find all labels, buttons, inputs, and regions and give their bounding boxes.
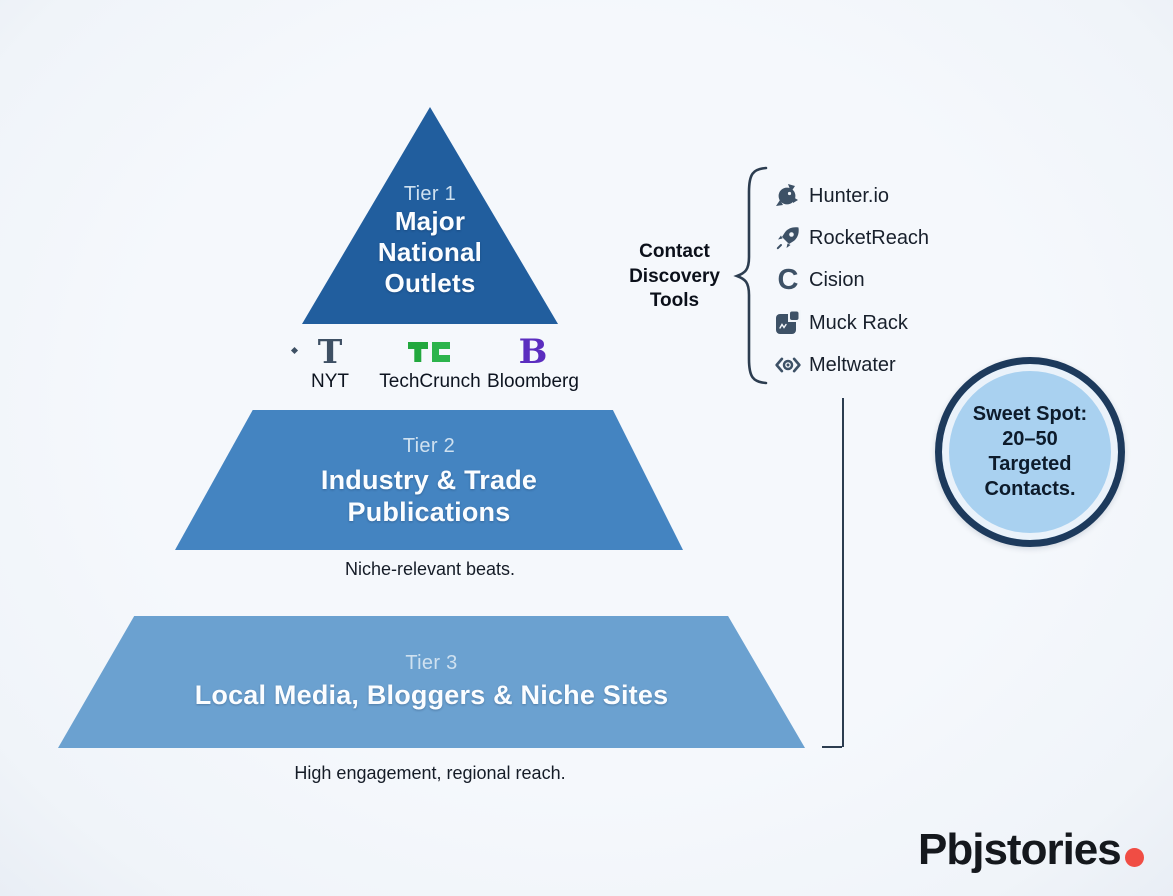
sweet-spot-line2: 20–50 [1002,428,1058,450]
nyt-gothic-t-icon: T [290,335,342,368]
tier3-caption: High engagement, regional reach. [294,763,566,783]
connector-vertical-line [842,398,844,747]
bloomberg-label: Bloomberg [487,371,579,392]
muckrack-square-icon [774,309,802,337]
tier1-title-line2: National [377,237,483,267]
sweet-spot-line4: Contacts. [984,478,1076,500]
sweet-spot-line3: Targeted [988,453,1072,475]
connector-foot-line [822,746,842,748]
brand-name: Pbjstories [918,825,1122,874]
sweet-spot-badge: Sweet Spot: 20–50 Targeted Contacts. [935,357,1125,547]
tool-row-meltwater: Meltwater [774,350,896,380]
nyt-logo: T NYT [290,335,365,393]
techcrunch-logo: TechCrunch [370,335,490,393]
tier1-title-line3: Outlets [384,268,476,298]
brand-dot-icon [1124,848,1144,867]
curly-brace [733,166,768,385]
hunter-boar-icon [774,182,802,210]
tool-row-muckrack: Muck Rack [774,308,908,338]
tier3-label: Tier 3 [405,652,458,674]
tool-label-muckrack: Muck Rack [809,311,908,334]
tier1-title-line1: Major [394,206,466,236]
sweet-spot-line1: Sweet Spot: [972,403,1088,425]
tool-row-rocketreach: RocketReach [774,223,929,253]
nyt-label: NYT [311,371,349,392]
tier2-trapezoid: Tier 2 Industry & Trade Publications [175,410,683,550]
tier2-label: Tier 2 [402,435,456,457]
tier2-title-line2: Publications [347,497,511,527]
tool-label-hunter: Hunter.io [809,184,890,207]
letter-c-icon: C [777,264,799,296]
tools-title-line1: Contact [639,241,710,262]
tool-row-hunter: Hunter.io [774,181,889,211]
tools-title-line2: Discovery [629,265,720,287]
tools-title-line3: Tools [649,290,700,311]
tool-label-cision: Cision [809,268,865,291]
tier2-title-line1: Industry & Trade [320,465,538,495]
brand-logo: Pbjstories [918,828,1144,872]
tier2-caption: Niche-relevant beats. [344,559,516,579]
tool-row-cision: C Cision [774,265,865,295]
tier1-label: Tier 1 [403,183,457,205]
meltwater-eye-icon [774,351,802,379]
tool-label-meltwater: Meltwater [809,353,896,376]
tier1-triangle: Tier 1 Major National Outlets [302,107,558,324]
techcrunch-label: TechCrunch [379,371,481,392]
bloomberg-b-icon: B [518,331,548,372]
bloomberg-logo: B Bloomberg [478,335,588,393]
tools-section-title: Contact Discovery Tools [612,240,737,314]
rocket-icon [774,224,802,252]
tier3-title: Local Media, Bloggers & Niche Sites [194,680,669,710]
tool-label-rocketreach: RocketReach [809,226,930,249]
techcrunch-tc-icon [407,335,453,368]
tier3-trapezoid: Tier 3 Local Media, Bloggers & Niche Sit… [58,616,805,748]
